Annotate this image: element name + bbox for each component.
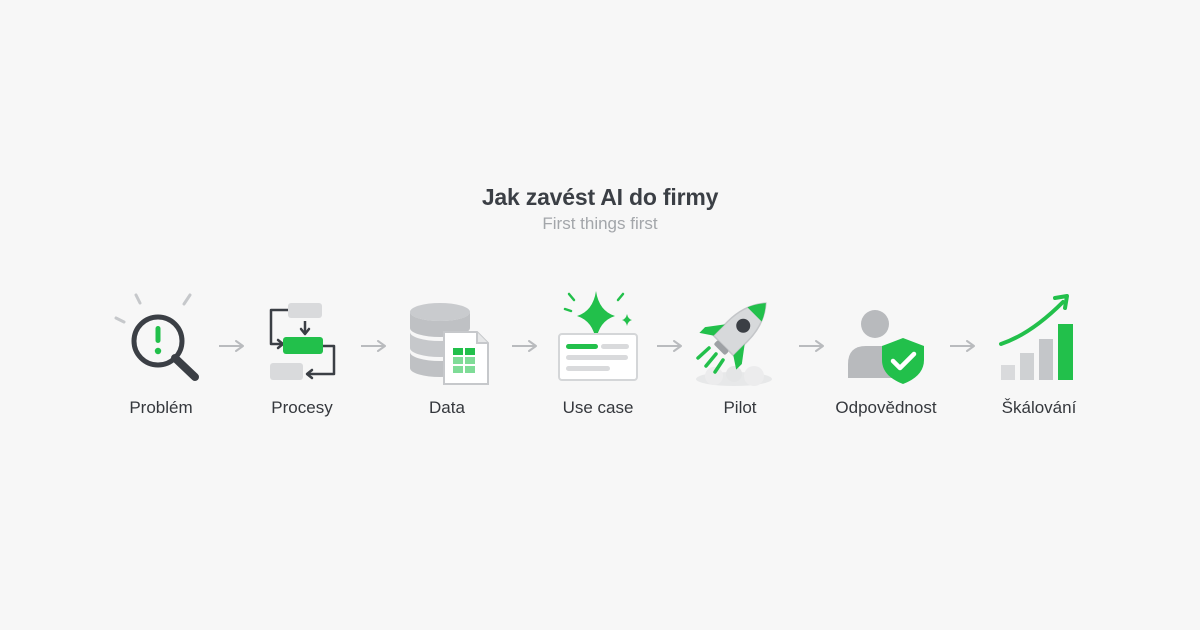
step-label-problem: Problém <box>129 398 193 417</box>
arrow-right-icon <box>359 338 389 354</box>
database-spreadsheet-icon <box>393 286 503 390</box>
step-label-skalovani: Škálování <box>1001 398 1077 417</box>
rocket-icon <box>684 286 794 390</box>
person-shield-icon <box>832 286 942 390</box>
magnifier-exclamation-icon <box>106 286 216 390</box>
step-label-use-case: Use case <box>562 398 634 417</box>
growth-chart-icon <box>985 286 1095 390</box>
arrow-right-icon <box>655 338 685 354</box>
step-label-data: Data <box>429 398 465 417</box>
arrow-right-icon <box>510 338 540 354</box>
process-flow-icon <box>250 286 360 390</box>
page-title: Jak zavést AI do firmy <box>481 184 719 210</box>
arrow-right-icon <box>948 338 978 354</box>
step-label-procesy: Procesy <box>271 398 333 417</box>
step-label-odpovednost: Odpovědnost <box>835 398 937 417</box>
sparkle-card-icon <box>543 286 653 390</box>
step-label-pilot: Pilot <box>723 398 757 417</box>
page-subtitle: First things first <box>542 214 658 233</box>
arrow-right-icon <box>217 338 247 354</box>
arrow-right-icon <box>797 338 827 354</box>
